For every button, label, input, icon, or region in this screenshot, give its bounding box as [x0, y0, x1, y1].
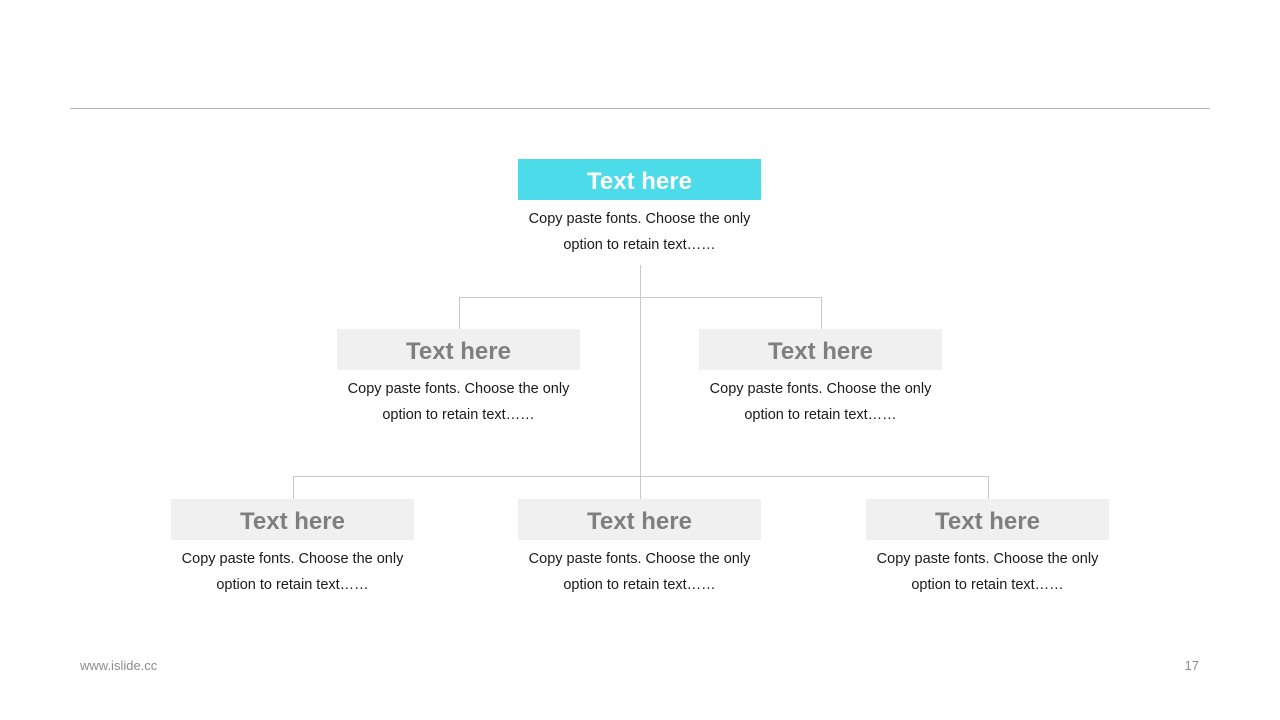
level2-node-title: Text here: [337, 329, 580, 370]
level2-node-description: Copy paste fonts. Choose the only option…: [337, 376, 580, 428]
level3-node-title: Text here: [866, 499, 1109, 540]
level3-node-description: Copy paste fonts. Choose the only option…: [171, 546, 414, 598]
level3-node-description: Copy paste fonts. Choose the only option…: [518, 546, 761, 598]
level3-node-desc-line1: Copy paste fonts. Choose the only: [876, 551, 1099, 567]
level3-node-right: Text here Copy paste fonts. Choose the o…: [866, 499, 1109, 598]
level2-node-left: Text here Copy paste fonts. Choose the o…: [337, 329, 580, 428]
level3-node-desc-line1: Copy paste fonts. Choose the only: [528, 551, 751, 567]
level3-node-title: Text here: [518, 499, 761, 540]
level2-node-desc-line2: option to retain text……: [744, 407, 897, 423]
root-node-desc-line2: option to retain text……: [563, 237, 716, 253]
level2-node-description: Copy paste fonts. Choose the only option…: [699, 376, 942, 428]
header-divider: [70, 108, 1210, 109]
level3-node-desc-line2: option to retain text……: [563, 577, 716, 593]
root-node-desc-line1: Copy paste fonts. Choose the only: [528, 211, 751, 227]
level3-node-left: Text here Copy paste fonts. Choose the o…: [171, 499, 414, 598]
level2-node-right: Text here Copy paste fonts. Choose the o…: [699, 329, 942, 428]
level3-node-center: Text here Copy paste fonts. Choose the o…: [518, 499, 761, 598]
footer-url[interactable]: www.islide.cc: [80, 658, 158, 673]
level3-node-desc-line2: option to retain text……: [911, 577, 1064, 593]
level2-node-desc-line1: Copy paste fonts. Choose the only: [347, 381, 570, 397]
level3-node-desc-line1: Copy paste fonts. Choose the only: [181, 551, 404, 567]
level3-node-title: Text here: [171, 499, 414, 540]
level2-node-title: Text here: [699, 329, 942, 370]
page-number: 17: [1184, 658, 1199, 673]
root-node-title: Text here: [518, 159, 761, 200]
level3-node-desc-line2: option to retain text……: [216, 577, 369, 593]
level3-node-description: Copy paste fonts. Choose the only option…: [866, 546, 1109, 598]
level2-node-desc-line2: option to retain text……: [382, 407, 535, 423]
level2-node-desc-line1: Copy paste fonts. Choose the only: [709, 381, 932, 397]
root-node: Text here Copy paste fonts. Choose the o…: [518, 159, 761, 258]
root-node-description: Copy paste fonts. Choose the only option…: [518, 206, 761, 258]
